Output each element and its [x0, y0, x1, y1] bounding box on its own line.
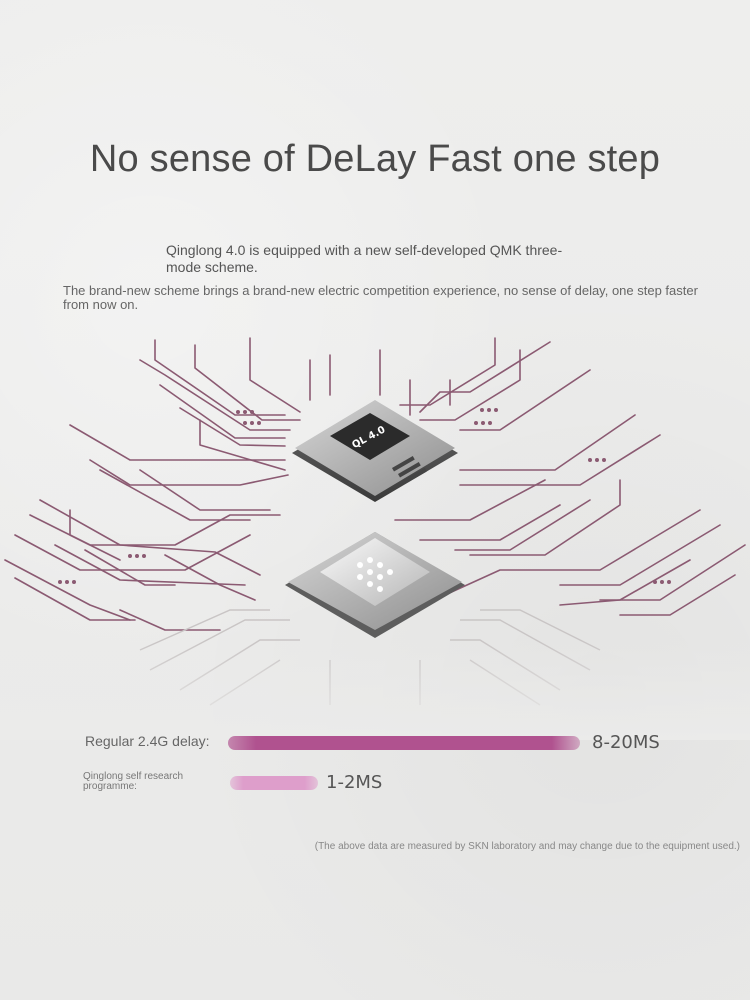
- regular-delay-label: Regular 2.4G delay:: [85, 733, 210, 749]
- qinglong-delay-bar: [230, 776, 318, 790]
- circuit-illustration: QL 4.0: [0, 337, 750, 740]
- regular-delay-bar: [228, 736, 580, 750]
- qinglong-chip: QL 4.0: [292, 400, 458, 502]
- qinglong-delay-label: Qinglong self research programme:: [83, 771, 184, 792]
- intro-text-1: Qinglong 4.0 is equipped with a new self…: [166, 242, 563, 275]
- glass-chip: [285, 532, 465, 638]
- footnote: (The above data are measured by SKN labo…: [314, 841, 740, 852]
- circuit-traces: [4, 337, 301, 631]
- intro-text-2: The brand-new scheme brings a brand-new …: [63, 283, 698, 312]
- qinglong-delay-value: 1-2MS: [326, 772, 383, 793]
- regular-delay-value: 8-20MS: [592, 732, 660, 753]
- page-title: No sense of DeLay Fast one step: [89, 138, 661, 180]
